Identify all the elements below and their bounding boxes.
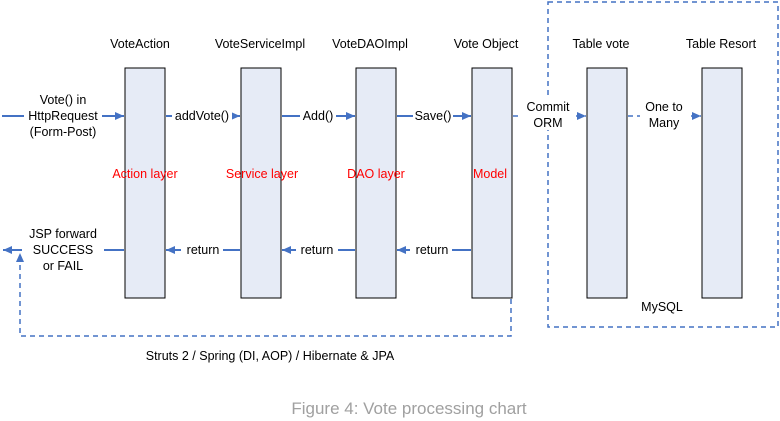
layer-label-dao: DAO layer bbox=[347, 167, 405, 181]
one-to-label: One to bbox=[645, 100, 683, 114]
response-label-line2: SUCCESS bbox=[33, 243, 93, 257]
mysql-label: MySQL bbox=[641, 300, 683, 314]
layer-label-action: Action layer bbox=[112, 167, 177, 181]
column-title-vote-service-impl: VoteServiceImpl bbox=[215, 37, 305, 51]
request-label-line1: Vote() in bbox=[40, 93, 87, 107]
layer-label-service: Service layer bbox=[226, 167, 298, 181]
vote-action-column bbox=[124, 67, 166, 299]
vote-service-impl-column bbox=[240, 67, 282, 299]
column-title-table-resort: Table Resort bbox=[686, 37, 757, 51]
many-label: Many bbox=[649, 116, 680, 130]
column-title-vote-object: Vote Object bbox=[454, 37, 519, 51]
return-label-service-bg bbox=[181, 241, 223, 258]
column-title-table-vote: Table vote bbox=[573, 37, 630, 51]
column-title-vote-dao-impl: VoteDAOImpl bbox=[332, 37, 408, 51]
vote-dao-impl-column bbox=[355, 67, 397, 299]
commit-label: Commit bbox=[526, 100, 570, 114]
add-vote-label: addVote() bbox=[175, 109, 229, 123]
table-resort-column bbox=[701, 67, 743, 299]
return-label-dao: return bbox=[301, 243, 334, 257]
request-label-line3: (Form-Post) bbox=[30, 125, 97, 139]
return-label-dao-bg bbox=[296, 241, 338, 258]
response-label-line1: JSP forward bbox=[29, 227, 97, 241]
feedback-loop-arrow bbox=[16, 253, 512, 337]
response-label-line3: or FAIL bbox=[43, 259, 83, 273]
response-label-bg bbox=[22, 226, 104, 276]
save-label-bg bbox=[413, 107, 453, 124]
commit-orm-label-bg bbox=[522, 96, 574, 130]
table-vote-column bbox=[586, 67, 628, 299]
stack-label: Struts 2 / Spring (DI, AOP) / Hibernate … bbox=[146, 349, 395, 363]
mysql-container bbox=[547, 1, 779, 328]
request-label-bg bbox=[24, 90, 102, 140]
request-label-line2: HttpRequest bbox=[28, 109, 98, 123]
return-label-model-bg bbox=[410, 241, 452, 258]
vote-object-column bbox=[471, 67, 513, 299]
return-label-model: return bbox=[416, 243, 449, 257]
add-label: Add() bbox=[303, 109, 334, 123]
save-label: Save() bbox=[415, 109, 452, 123]
return-label-service: return bbox=[187, 243, 220, 257]
orm-label: ORM bbox=[533, 116, 562, 130]
add-label-bg bbox=[300, 107, 336, 124]
layer-label-model: Model bbox=[473, 167, 507, 181]
one-to-many-label-bg bbox=[640, 96, 688, 130]
add-vote-label-bg bbox=[172, 107, 232, 124]
figure-caption: Figure 4: Vote processing chart bbox=[291, 399, 527, 418]
column-title-vote-action: VoteAction bbox=[110, 37, 170, 51]
